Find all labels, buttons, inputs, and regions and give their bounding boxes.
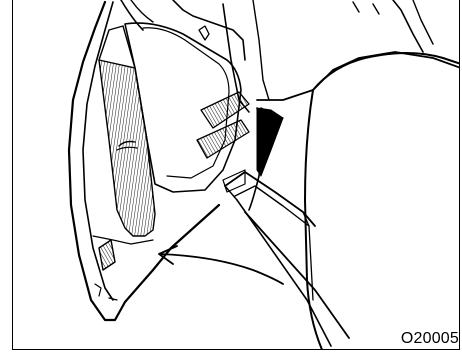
illustration-frame: O20005 <box>12 0 460 350</box>
car-door-open-lower-trim-panel-icon <box>13 0 460 350</box>
pointer-arrow <box>159 246 283 284</box>
door-reflector <box>99 240 115 270</box>
seat-back <box>305 53 460 350</box>
figure-code: O20005 <box>399 331 459 347</box>
footwell-shadow <box>257 108 283 176</box>
